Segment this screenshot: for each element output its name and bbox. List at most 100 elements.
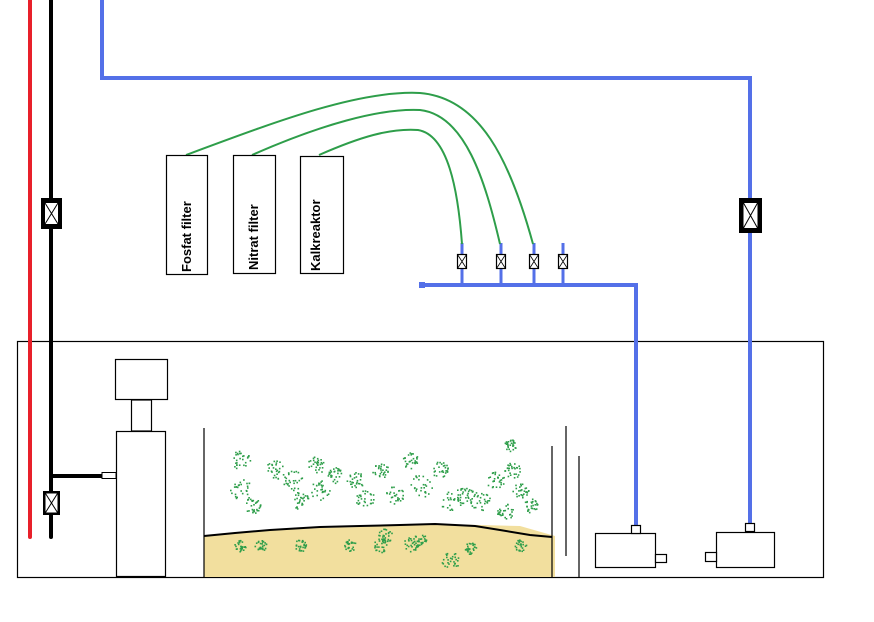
filter-label: Kalkreaktor (308, 199, 323, 271)
algae-speck (322, 497, 325, 500)
algae-speck (451, 509, 454, 511)
algae-speck (241, 541, 244, 543)
valve-icon[interactable] (495, 253, 507, 270)
algae-speck (444, 472, 447, 474)
algae-speck (297, 487, 300, 490)
algae-speck (442, 505, 445, 508)
algae-speck (446, 464, 448, 467)
algae-speck (304, 541, 306, 544)
algae-speck (293, 489, 295, 492)
algae-speck (518, 539, 521, 541)
algae-speck (381, 538, 383, 541)
algae-speck (522, 549, 525, 551)
algae-speck (446, 552, 449, 555)
algae-speck (375, 549, 378, 551)
algae-speck (517, 539, 519, 542)
algae-speck (530, 507, 533, 509)
algae-speck (399, 500, 402, 502)
algae-speck (380, 530, 383, 532)
algae-speck (310, 465, 313, 468)
algae-speck (414, 535, 417, 538)
algae-speck (441, 562, 444, 564)
algae-speck (528, 490, 530, 492)
algae-speck (338, 468, 340, 471)
algae-speck (536, 502, 538, 505)
algae-speck (248, 510, 250, 512)
algae-speck (312, 459, 315, 462)
algae-speck (242, 549, 245, 551)
algae-speck (509, 450, 512, 453)
algae-speck (536, 503, 539, 506)
algae-speck (288, 473, 290, 475)
algae-speck (244, 461, 247, 464)
algae-speck (408, 537, 410, 539)
algae-speck (389, 501, 392, 503)
algae-speck (327, 475, 330, 477)
algae-speck (241, 548, 243, 551)
valve-icon[interactable] (557, 253, 569, 270)
algae-speck (446, 470, 449, 472)
algae-speck (500, 514, 502, 517)
algae-speck (509, 444, 512, 446)
algae-speck (453, 563, 456, 565)
algae-speck (466, 543, 468, 546)
algae-speck (235, 459, 238, 462)
algae-speck (498, 474, 501, 476)
algae-speck (256, 501, 259, 503)
algae-speck (416, 456, 419, 458)
algae-speck (502, 483, 505, 485)
algae-speck (240, 483, 242, 486)
algae-speck (408, 461, 411, 463)
algae-speck (406, 463, 409, 465)
algae-speck (385, 529, 388, 531)
algae-speck (447, 559, 449, 561)
algae-speck (446, 566, 449, 568)
algae-speck (504, 470, 507, 472)
algae-speck (321, 491, 324, 494)
algae-speck (300, 550, 302, 552)
algae-speck (320, 459, 322, 461)
algae-speck (457, 560, 459, 562)
algae-speck (384, 538, 386, 541)
algae-speck (386, 492, 388, 494)
algae-speck (398, 489, 401, 492)
algae-speck (508, 448, 510, 451)
filter-fosfat: Fosfat filter (165, 154, 209, 276)
algae-speck (532, 504, 534, 507)
algae-speck (309, 460, 312, 462)
algae-speck (349, 550, 351, 552)
algae-speck (468, 542, 471, 545)
algae-speck (416, 546, 418, 548)
valve-icon[interactable] (41, 198, 62, 229)
algae-speck (301, 541, 303, 543)
algae-speck (337, 472, 339, 475)
algae-speck (472, 548, 475, 550)
algae-speck (442, 471, 445, 473)
algae-speck (446, 497, 449, 499)
algae-speck (248, 455, 250, 457)
algae-speck (479, 496, 482, 499)
algae-speck (355, 472, 357, 474)
algae-speck (459, 494, 462, 496)
algae-speck (353, 549, 355, 551)
valve-icon[interactable] (456, 253, 468, 270)
algae-speck (390, 496, 393, 499)
valve-icon[interactable] (43, 491, 60, 515)
algae-speck (484, 500, 487, 503)
algae-speck (485, 493, 488, 496)
algae-speck (428, 493, 430, 495)
algae-speck (261, 545, 264, 547)
algae-speck (520, 483, 522, 486)
algae-speck (384, 476, 386, 478)
algae-speck (466, 494, 469, 497)
algae-speck (357, 482, 360, 485)
algae-speck (366, 491, 369, 493)
algae-speck (515, 546, 518, 549)
algae-speck (298, 539, 300, 542)
algae-speck (514, 545, 517, 548)
algae-speck (384, 528, 387, 531)
valve-icon[interactable] (528, 253, 540, 270)
algae-speck (364, 492, 366, 495)
valve-icon[interactable] (739, 198, 762, 233)
algae-speck (361, 483, 363, 486)
